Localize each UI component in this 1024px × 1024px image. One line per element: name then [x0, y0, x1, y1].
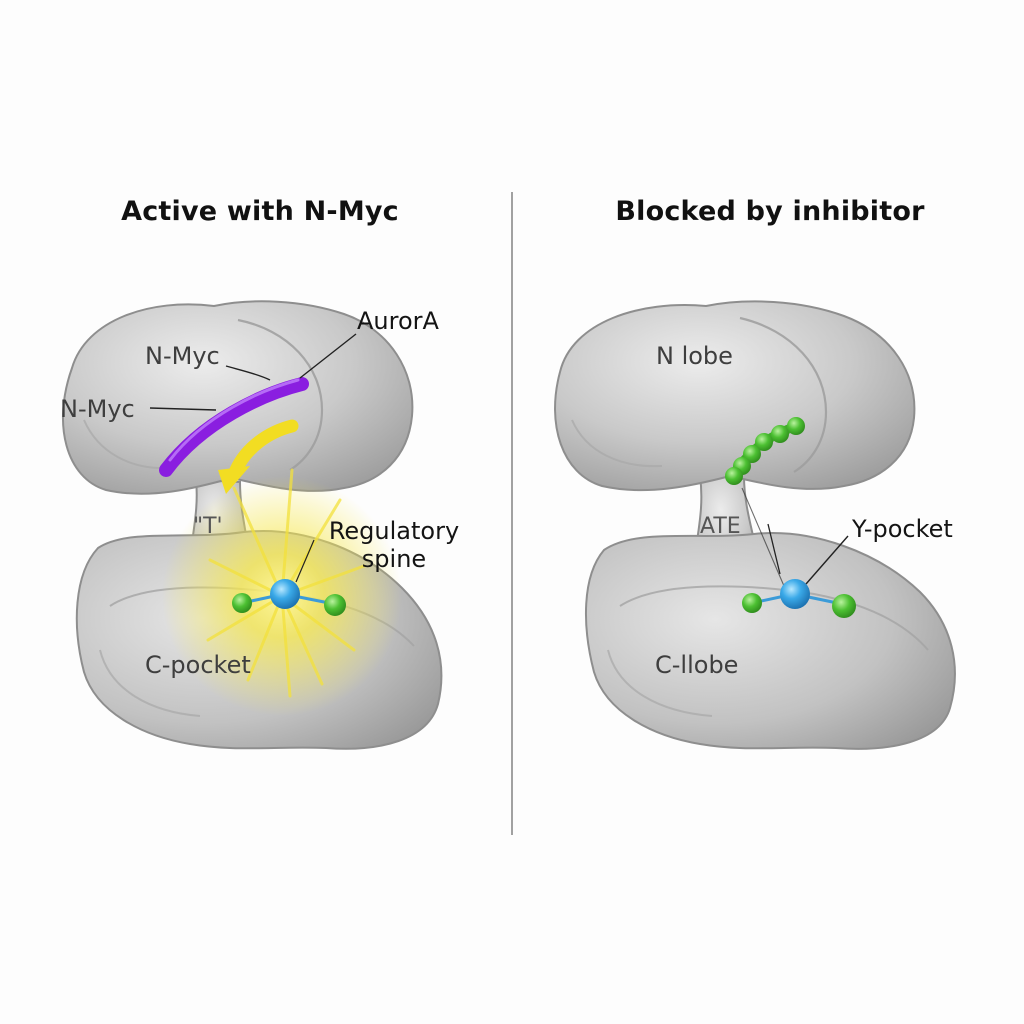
leader-y-pocket — [805, 535, 849, 585]
label-nmyc-lower: N-Myc — [60, 395, 135, 423]
active-side-atom-left — [232, 593, 252, 613]
blocked-c-lobe-fold — [607, 649, 713, 717]
nmyc-helix-highlight — [168, 378, 300, 462]
regulatory-spine-arrow — [229, 419, 299, 477]
label-regulatory-spine-line2: spine — [361, 545, 427, 574]
blocked-n-lobe-fold — [739, 316, 828, 473]
blocked-center-atom — [780, 579, 810, 609]
inhibitor-bead — [725, 467, 743, 485]
label-nmyc-upper: N-Myc — [145, 342, 220, 370]
label-c-pocket: C-pocket — [145, 651, 251, 679]
regulatory-spine-arrowhead — [218, 466, 250, 494]
active-kinase-structure — [61, 300, 443, 750]
leader-inhibitor-mid — [741, 487, 791, 601]
active-c-lobe-fold — [99, 649, 201, 717]
label-y-pocket: Y-pocket — [852, 515, 953, 543]
blocked-panel-title: Blocked by inhibitor — [615, 196, 925, 227]
blocked-n-lobe-rim — [571, 419, 663, 468]
active-n-lobe-rim — [83, 419, 171, 470]
label-c-lobe: C-llobe — [655, 651, 739, 679]
label-regulatory-spine-line1: Regulatory — [328, 517, 460, 545]
label-regulatory-spine: Regulatory spine — [316, 517, 472, 574]
nmyc-helix — [159, 377, 309, 477]
blocked-kinase-structure — [554, 300, 956, 750]
inhibitor-bead — [755, 433, 773, 451]
leader-aurora — [299, 333, 357, 379]
leader-nmyc-lower — [149, 407, 217, 411]
leader-nmyc-upper — [225, 365, 271, 381]
active-side-atom-right — [324, 594, 346, 616]
leader-inhibitor-left — [767, 523, 781, 575]
label-blocked-atp-fragment: ATE — [700, 514, 741, 539]
inhibitor-bead — [787, 417, 805, 435]
blocked-n-lobe — [554, 300, 916, 492]
active-n-lobe-fold — [237, 318, 324, 471]
label-active-atp-fragment: "T' — [193, 514, 223, 539]
blocked-side-atom-right — [832, 594, 856, 618]
active-center-atom — [270, 579, 300, 609]
blocked-side-atom-left — [742, 593, 762, 613]
inhibitor-bead — [743, 445, 761, 463]
label-aurora: AurorA — [357, 307, 439, 335]
inhibitor-bead — [771, 425, 789, 443]
active-n-lobe — [61, 300, 414, 495]
inhibitor-chain — [725, 417, 805, 485]
blocked-c-lobe — [584, 532, 956, 750]
label-n-lobe: N lobe — [656, 342, 733, 370]
activation-glow-rays — [206, 468, 366, 698]
active-panel-title: Active with N-Myc — [121, 196, 399, 227]
leader-regulatory-spine — [295, 539, 315, 583]
